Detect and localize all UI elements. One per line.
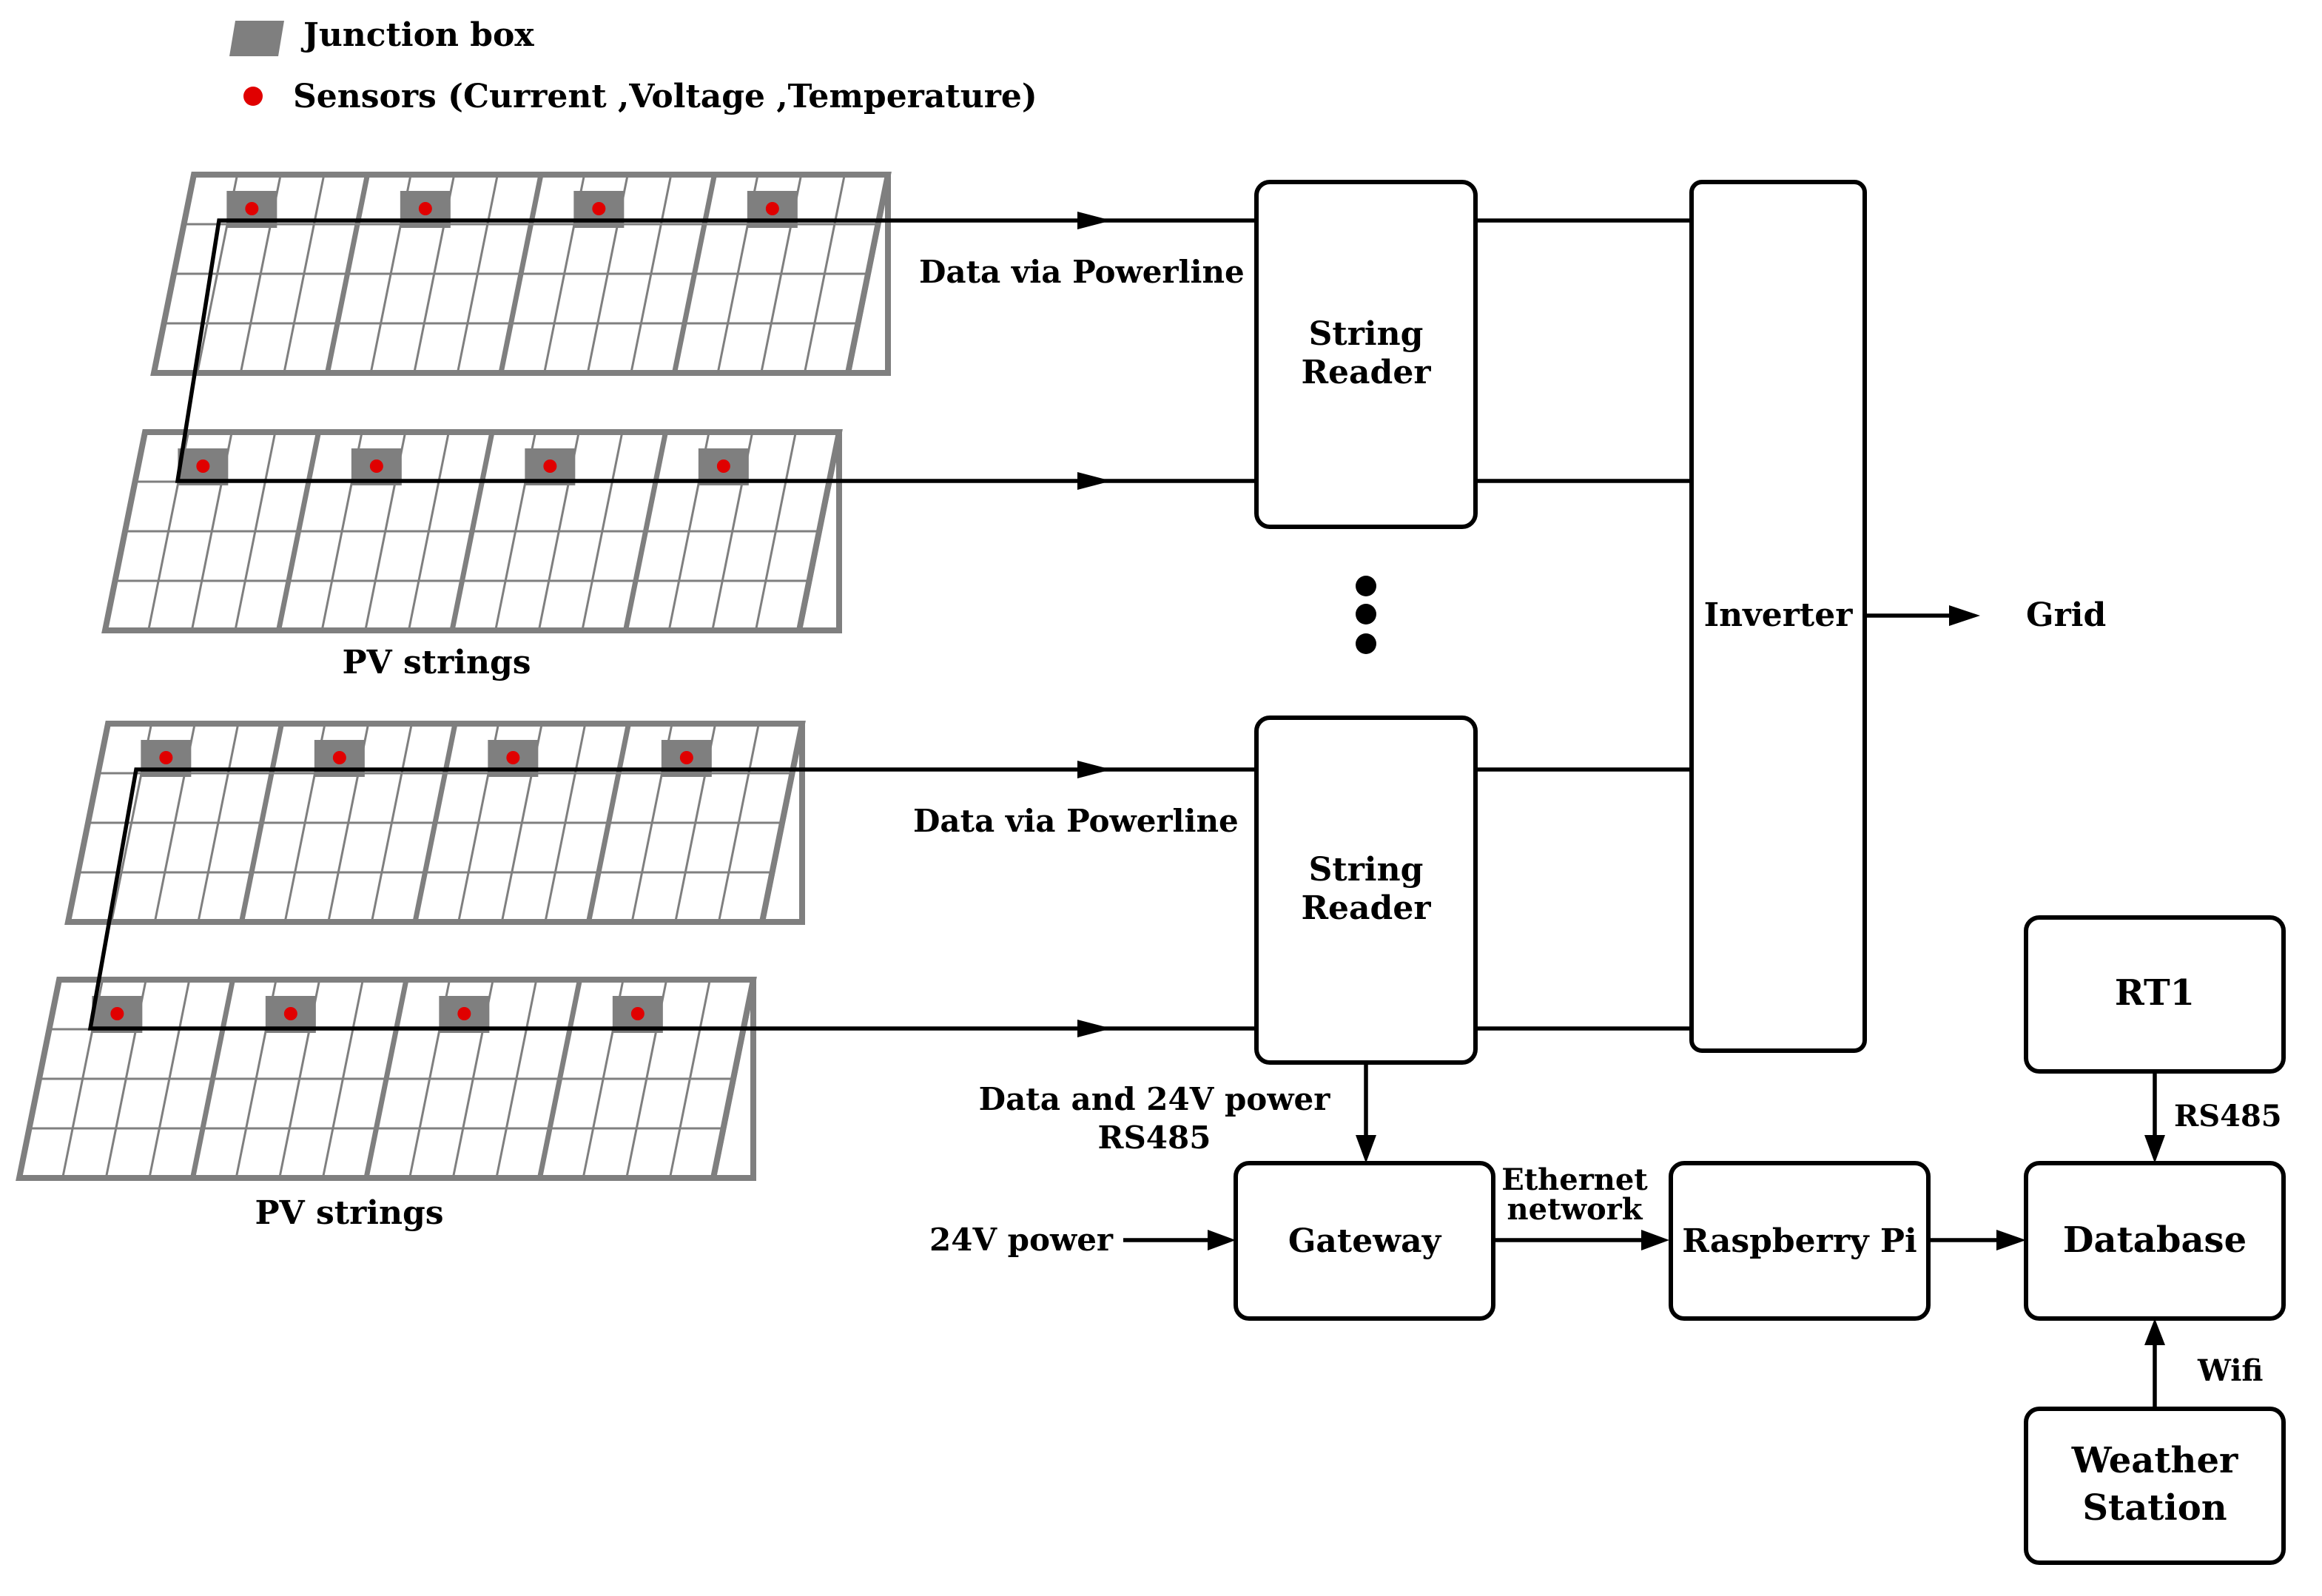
pv-cell-col-line	[197, 723, 240, 923]
weather-station-block	[2024, 1407, 2286, 1565]
rs485-label: RS485	[2174, 1099, 2282, 1134]
pv-module-divider	[276, 431, 321, 631]
pv-module-divider	[586, 723, 631, 923]
pv-module-divider	[623, 431, 668, 631]
data-via-powerline-bottom-label: Data via Powerline	[913, 803, 1239, 839]
sensor-dot	[196, 459, 210, 473]
rt1-to-database-arrowhead	[2144, 1135, 2165, 1163]
pv-strings-top-label: PV strings	[342, 644, 531, 681]
rt1-label: RT1	[2115, 972, 2195, 1014]
pv-module-divider	[449, 431, 495, 631]
legend-sensors-label: Sensors (Current ,Voltage ,Temperature)	[293, 78, 1037, 115]
ethernet-label-line1: Ethernet	[1501, 1162, 1648, 1197]
sensor-dot	[543, 459, 557, 473]
pv-cell-col-line	[495, 979, 538, 1179]
sensor-dot	[245, 202, 259, 215]
pv-strings-bottom-label: PV strings	[255, 1194, 443, 1232]
pv-cell-col-line	[321, 979, 364, 1179]
grid-arrowhead	[1949, 605, 1980, 626]
database-label: Database	[2063, 1219, 2247, 1261]
weather-to-database-arrowhead	[2144, 1319, 2165, 1345]
string-wire-top	[175, 218, 1098, 483]
arrowhead-bottom-1	[1077, 761, 1111, 778]
pi-to-database-arrowhead	[1996, 1230, 2026, 1250]
sensor-dot	[716, 459, 730, 473]
weather-station-line1: Weather	[2071, 1440, 2238, 1481]
string-wire-bottom	[87, 767, 1098, 1031]
pv-cell-col-line	[581, 431, 624, 631]
wifi-label: Wifi	[2197, 1353, 2264, 1388]
pv-cell-col-line	[234, 431, 277, 631]
ellipsis-dot-3	[1356, 633, 1376, 654]
pv-module-divider	[239, 723, 284, 923]
raspberry-pi-label: Raspberry Pi	[1682, 1222, 1917, 1260]
pv-cell-col-line	[370, 723, 413, 923]
pv-cell-col-line	[544, 723, 587, 923]
weather-station-line2: Station	[2082, 1487, 2227, 1529]
sensor-dot	[283, 1007, 297, 1020]
sensor-dot	[159, 751, 173, 764]
pv-module-divider	[498, 174, 544, 374]
arrowhead-bottom-2	[1077, 1020, 1111, 1037]
string-reader-top-line2: Reader	[1301, 354, 1431, 391]
sensor-dot	[369, 459, 383, 473]
arrowheads	[1077, 212, 1111, 1037]
inverter-label: Inverter	[1704, 596, 1854, 634]
pv-string-1	[150, 172, 892, 376]
power-to-gateway-arrowhead	[1208, 1230, 1236, 1250]
pv-cell-col-line	[148, 979, 191, 1179]
data-24v-label-line1: Data and 24V power	[979, 1081, 1331, 1117]
pv-cell-col-line	[630, 174, 673, 374]
ellipsis-dot-1	[1356, 576, 1376, 596]
pv-module-divider	[190, 979, 235, 1179]
string-reader-bottom-line1: String	[1309, 851, 1424, 889]
ethernet-label-line2: network	[1507, 1192, 1643, 1227]
pv-cell-col-line	[407, 431, 450, 631]
pv-module-divider	[325, 174, 370, 374]
sensor-dot	[506, 751, 520, 764]
power-24v-label: 24V power	[929, 1222, 1114, 1258]
pv-cell-col-line	[456, 174, 499, 374]
pv-string-4	[16, 977, 757, 1181]
string-reader-bottom-line2: Reader	[1301, 889, 1431, 927]
legend: Junction box Sensors (Current ,Voltage ,…	[229, 16, 1037, 115]
sensor-legend-icon	[243, 87, 263, 106]
pv-string-2	[101, 429, 843, 633]
pv-module-divider	[672, 174, 717, 374]
pv-cell-col-line	[717, 723, 760, 923]
data-24v-label-line2: RS485	[1098, 1119, 1211, 1156]
pv-cell-col-line	[803, 174, 846, 374]
pv-string-3	[64, 721, 806, 925]
sensor-dot	[110, 1007, 124, 1020]
sensor-dot	[332, 751, 346, 764]
sensor-dot	[630, 1007, 645, 1020]
legend-junction-box-label: Junction box	[300, 16, 534, 54]
sensor-dot	[418, 202, 432, 215]
pv-module-divider	[412, 723, 458, 923]
string-reader-top-line1: String	[1309, 315, 1424, 353]
grid-label: Grid	[2026, 596, 2106, 634]
data-via-powerline-top-label: Data via Powerline	[919, 254, 1245, 290]
arrowhead-top-2	[1077, 472, 1111, 490]
gateway-label: Gateway	[1288, 1222, 1442, 1260]
pv-cell-col-line	[283, 174, 326, 374]
junction-box-legend-icon	[229, 21, 284, 56]
gateway-to-pi-arrowhead	[1641, 1230, 1669, 1250]
pv-module-divider	[363, 979, 409, 1179]
reader-to-gateway-arrowhead	[1356, 1135, 1376, 1163]
sensor-dot	[592, 202, 606, 215]
pv-cell-col-line	[668, 979, 711, 1179]
pv-cell-col-line	[754, 431, 797, 631]
string-reader-top	[1254, 180, 1478, 529]
sensor-dot	[457, 1007, 471, 1020]
ellipsis-dot-2	[1356, 604, 1376, 624]
pv-module-divider	[537, 979, 582, 1179]
arrowhead-top-1	[1077, 212, 1111, 229]
string-wiring	[87, 218, 1098, 1031]
sensor-dot	[679, 751, 693, 764]
sensor-dot	[765, 202, 779, 215]
